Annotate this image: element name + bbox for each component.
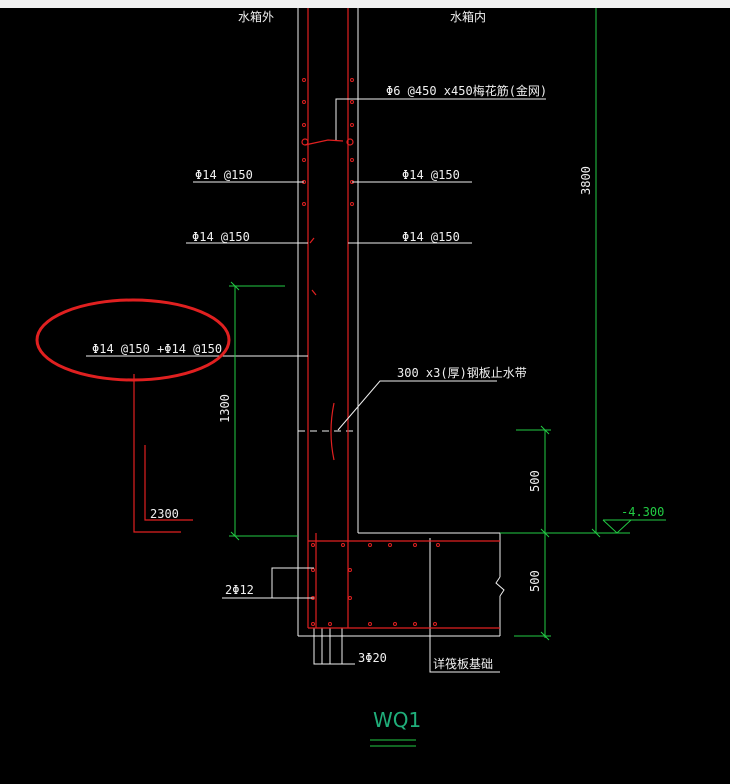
label-highlighted-rebar: Φ14 @150 +Φ14 @150 bbox=[92, 342, 222, 356]
label-right-middle: Φ14 @150 bbox=[402, 230, 460, 244]
dimension-1300: 1300 bbox=[218, 394, 232, 423]
elevation-label: -4.300 bbox=[621, 505, 664, 519]
label-left-middle: Φ14 @150 bbox=[192, 230, 250, 244]
label-bent-length: 2300 bbox=[150, 507, 179, 521]
dimension-3800: 3800 bbox=[579, 166, 593, 195]
label-bottom-bars: 3Φ20 bbox=[358, 651, 387, 665]
wall-rebar bbox=[133, 8, 500, 629]
rebar-dots bbox=[302, 78, 440, 626]
highlight-ellipse bbox=[35, 298, 231, 382]
label-inside: 水箱内 bbox=[450, 9, 486, 24]
label-tie-bars: Φ6 @450 x450梅花筋(金网) bbox=[386, 83, 547, 98]
label-outside: 水箱外 bbox=[238, 9, 274, 24]
label-right-upper: Φ14 @150 bbox=[402, 168, 460, 182]
label-left-upper: Φ14 @150 bbox=[195, 168, 253, 182]
leader-lines bbox=[86, 98, 546, 599]
dimension-500-lower: 500 bbox=[528, 570, 542, 592]
label-foundation: 详筏板基础 bbox=[433, 656, 493, 671]
dimension-500-upper: 500 bbox=[528, 470, 542, 492]
wall-outline bbox=[297, 8, 505, 673]
label-waterstop: 300 x3(厚)钢板止水带 bbox=[397, 366, 527, 380]
label-bottom-bars-left: 2Φ12 bbox=[225, 583, 254, 597]
drawing-title: WQ1 bbox=[373, 708, 421, 732]
top-bar bbox=[0, 0, 730, 8]
dimension-lines bbox=[229, 8, 666, 747]
